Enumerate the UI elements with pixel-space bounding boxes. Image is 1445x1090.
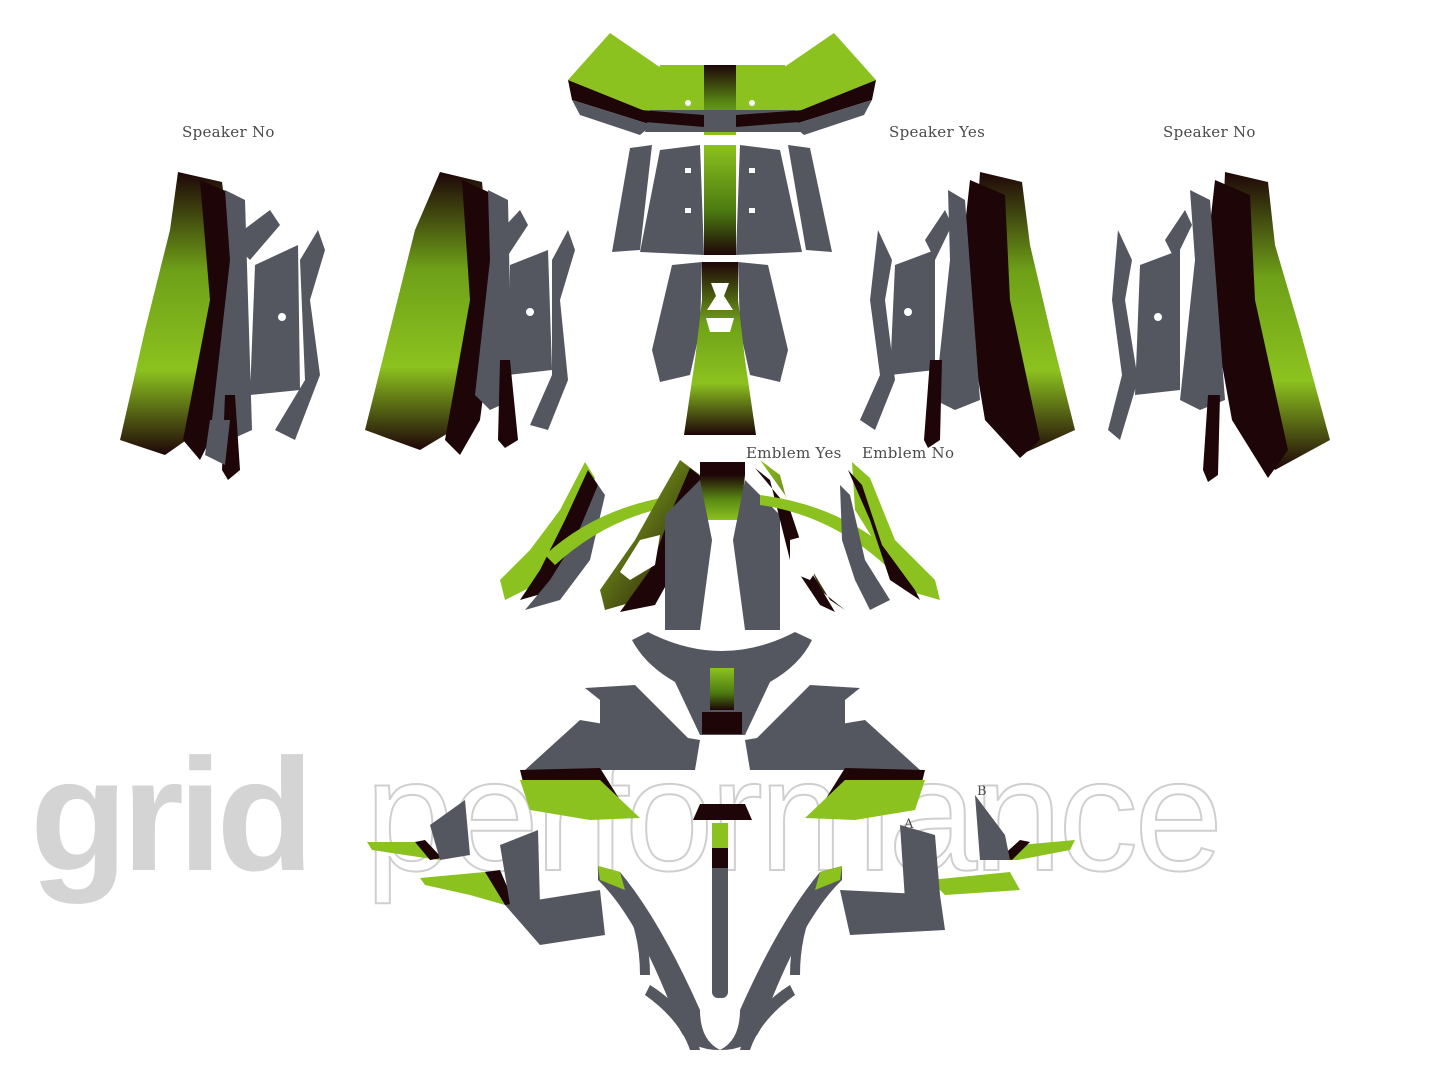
windshield-surround — [612, 145, 832, 255]
lower-side-wings — [367, 795, 1075, 945]
tank-emblem-panels — [500, 460, 940, 630]
front-fender-fairing — [520, 632, 925, 820]
top-fairing-wing — [568, 33, 876, 135]
saddlebag-left-inner — [365, 172, 575, 455]
lower-fork-panels — [598, 823, 842, 1050]
label-speaker-no-right: Speaker No — [1163, 123, 1256, 141]
dash-center-strip — [652, 262, 788, 435]
saddlebag-left-speaker-no — [120, 172, 325, 480]
label-speaker-no-left: Speaker No — [182, 123, 275, 141]
label-speaker-yes: Speaker Yes — [889, 123, 986, 141]
label-emblem-yes: Emblem Yes — [746, 444, 842, 462]
label-emblem-no: Emblem No — [862, 444, 955, 462]
saddlebag-right-speaker-yes — [860, 172, 1075, 458]
marker-b: B — [977, 784, 987, 799]
watermark-grid: grid — [30, 725, 314, 904]
marker-a: A — [904, 817, 914, 832]
saddlebag-right-speaker-no — [1108, 172, 1330, 482]
